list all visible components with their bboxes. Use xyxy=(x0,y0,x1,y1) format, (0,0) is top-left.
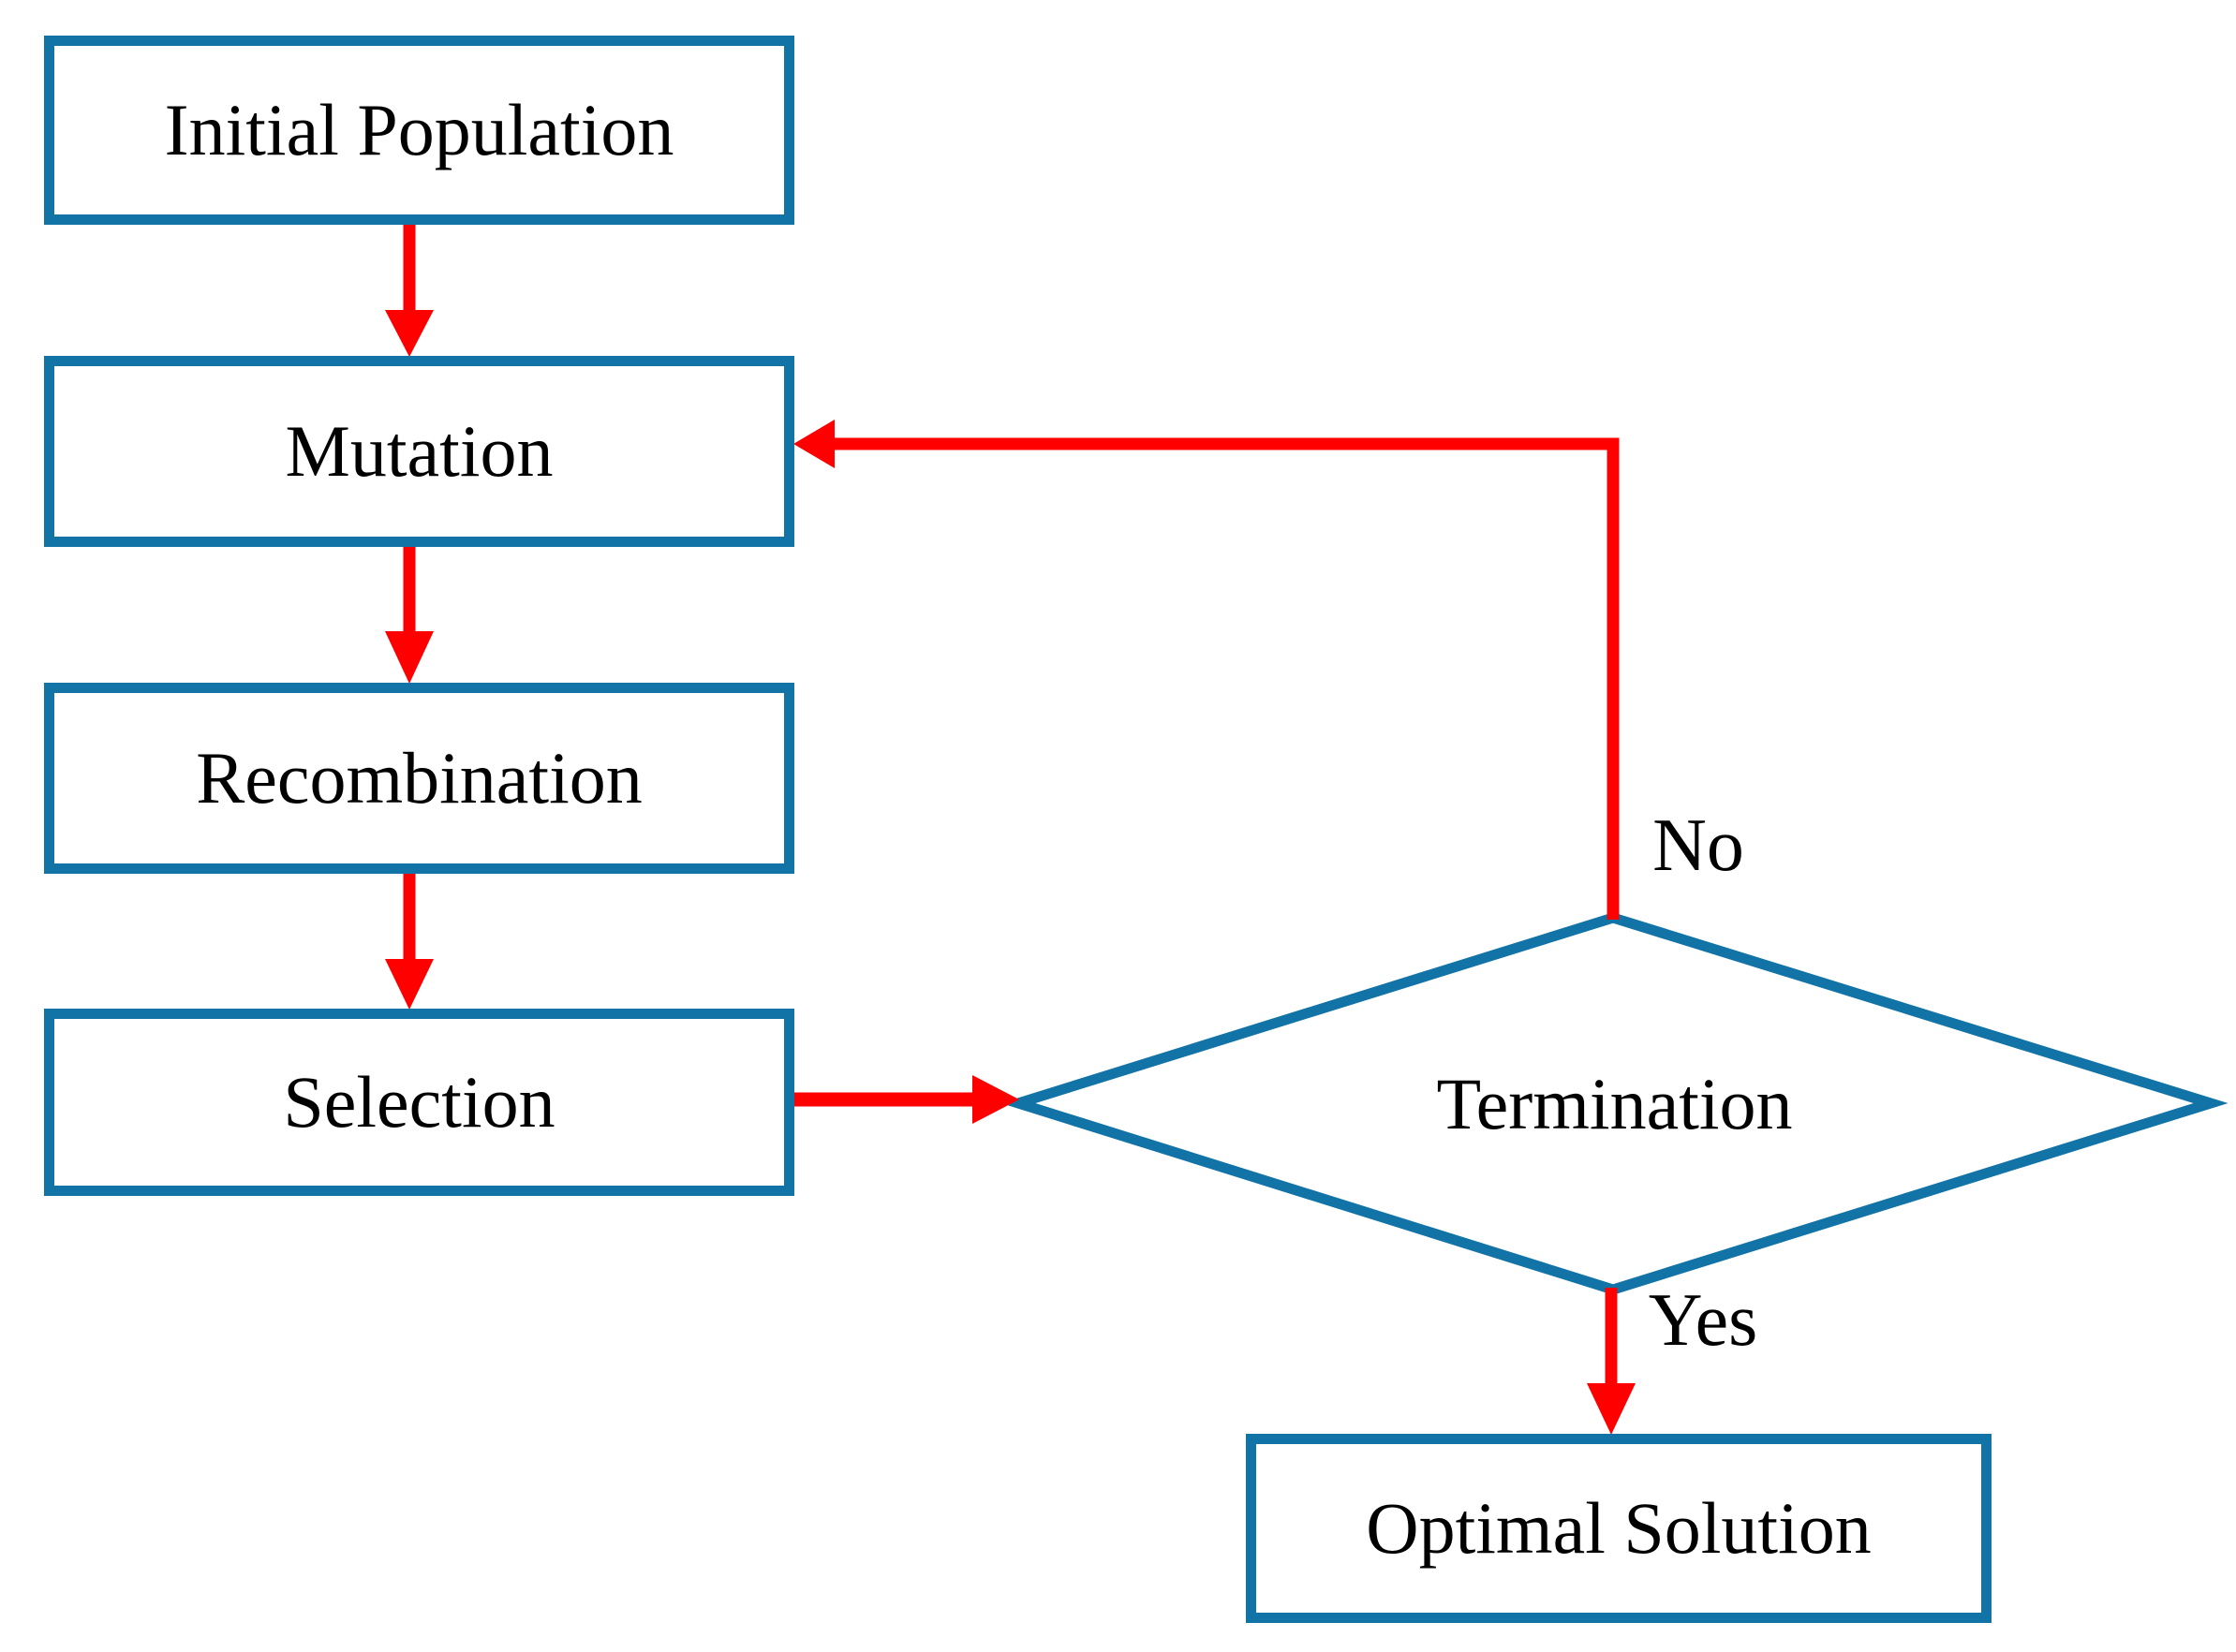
node-recombination: Recombination xyxy=(44,683,794,874)
edge-label-yes: Yes xyxy=(1648,1279,1758,1362)
node-initial-population: Initial Population xyxy=(44,36,794,225)
edge-label-no: No xyxy=(1652,804,1744,887)
node-mutation: Mutation xyxy=(44,356,794,547)
arrow-no-feedback-shaft xyxy=(835,437,1620,920)
node-optimal-solution: Optimal Solution xyxy=(1246,1434,1992,1623)
node-optimal-solution-label: Optimal Solution xyxy=(1366,1487,1872,1569)
node-selection: Selection xyxy=(44,1009,794,1196)
node-selection-label: Selection xyxy=(283,1061,555,1143)
termination-diamond-shape xyxy=(1000,912,2229,1295)
arrow-recombination-to-selection-head xyxy=(385,959,434,1010)
arrow-selection-to-termination-head xyxy=(972,1075,1019,1124)
node-recombination-label: Recombination xyxy=(196,737,643,819)
arrow-mutation-to-recombination-head xyxy=(385,631,434,684)
node-initial-population-label: Initial Population xyxy=(164,89,674,170)
arrow-no-feedback-head xyxy=(793,420,835,468)
arrow-yes-to-optimal-head xyxy=(1587,1383,1636,1435)
node-mutation-label: Mutation xyxy=(285,410,554,492)
arrow-initial-to-mutation-head xyxy=(385,310,434,357)
